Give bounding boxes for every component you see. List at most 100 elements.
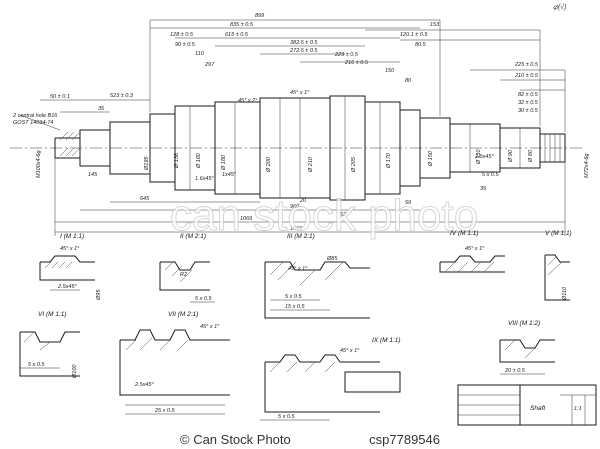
dim-59: 59 xyxy=(405,200,411,206)
detail-view-IV: IV (M 1:1) 45° x 1° xyxy=(439,230,505,273)
watermark-footer: © Can Stock Photo csp7789546 xyxy=(0,429,600,449)
dim-52: 52 xyxy=(340,212,346,218)
dim-153: 153 xyxy=(430,22,440,28)
dia-90: Ø 90 xyxy=(508,149,514,163)
view-label-IX: IX (M 1:1) xyxy=(372,337,401,344)
corner-roughness-note: 𝜑(√) xyxy=(553,4,567,11)
dia-170: Ø 170 xyxy=(386,152,392,169)
dim-overall-top: 899 xyxy=(255,13,264,19)
view-label-VIII: VIII (M 1:2) xyxy=(508,320,540,327)
footer-copyright: © Can Stock Photo xyxy=(180,431,291,447)
dim-30: 30 ± 0.5 xyxy=(518,108,539,114)
view-I-dim: 2.5x45° xyxy=(57,284,78,290)
dim-615: 615 ± 0.5 xyxy=(225,32,249,38)
chamfer-c: 2.5x45° xyxy=(474,154,495,160)
dia-150: Ø 150 xyxy=(428,150,434,167)
dim-960: 960 xyxy=(290,204,300,210)
dim-35-b: 35 xyxy=(480,186,487,192)
chamfer-e: 1.6x45° xyxy=(195,176,215,182)
thread-left-label: M100x4-6g xyxy=(36,150,42,178)
dim-297: 297 xyxy=(204,62,215,68)
dia-160: Ø 160 xyxy=(196,152,202,169)
dim-128: 128 ± 0.5 xyxy=(170,32,194,38)
dim-20: 20 xyxy=(299,198,307,204)
view-III-r02: Ø85 xyxy=(326,256,338,262)
dim-80: 80 xyxy=(405,78,412,84)
view-label-VII: VII (M 2:1) xyxy=(168,311,198,318)
chamfer-a: 45° x 2° xyxy=(238,98,258,104)
dia-80: Ø 80 xyxy=(528,149,534,163)
main-shaft-view xyxy=(10,19,585,236)
note-central-hole: 2 central hole B16 xyxy=(12,113,58,119)
detail-view-VIII: VIII (M 1:2) 20 ± 0.5 xyxy=(499,320,555,375)
dim-1069-b: 1069 xyxy=(240,216,252,222)
dia-136: Ø 136 xyxy=(174,152,180,169)
view-VII-dim-a: 25 x 0.5 xyxy=(154,408,176,414)
dim-225: 225 ± 0.5 xyxy=(514,62,539,68)
view-VI-dia: Ø100 xyxy=(72,364,78,379)
dim-2725: 272.5 ± 0.5 xyxy=(289,48,318,54)
dim-1069-a: 1069 xyxy=(290,226,302,232)
view-VII-chamfer: 45° x 1° xyxy=(200,324,220,330)
detail-view-V: V (M 1:1) Ø110 xyxy=(544,230,572,301)
main-dimension-labels: 899 835 ± 0.5 615 ± 0.5 128 ± 0.5 90 ± 0… xyxy=(12,13,590,232)
title-block: Shaft 1:1 xyxy=(457,384,597,426)
dim-210: 210 ± 0.5 xyxy=(514,73,539,79)
dim-90: 90 ± 0.5 xyxy=(175,42,196,48)
view-VII-dim-b: 2.5x45° xyxy=(134,382,155,388)
dim-35: 35 xyxy=(98,106,105,112)
chamfer-d: 5 x 0.5 xyxy=(482,172,499,178)
dia-210: Ø 210 xyxy=(308,156,314,173)
watermark-logo: can stock photo xyxy=(170,191,479,241)
view-VIII-dim: 20 ± 0.5 xyxy=(504,368,526,374)
dia-195: Ø195 xyxy=(144,156,150,171)
dim-82: 82 ± 0.5 xyxy=(518,92,539,98)
detail-view-I: I (M 1:1) 45° x 1° 2.5x45° Ø95 xyxy=(39,233,102,301)
view-I-dia: Ø95 xyxy=(96,289,102,301)
detail-view-III: III (M 2:1) 5 x 0.5 15 x 0.5 Ø85 45° x 1… xyxy=(264,233,370,319)
detail-view-VII: VII (M 2:1) 45° x 1° 25 x 0.5 2.5x45° xyxy=(119,311,230,415)
view-III-dim-b: 15 x 0.5 xyxy=(285,304,306,310)
note-gost: GOST 14034-74 xyxy=(13,120,53,126)
dim-110: 110 xyxy=(195,51,205,57)
chamfer-b: 45° x 1° xyxy=(290,90,310,96)
view-label-IV: IV (M 1:1) xyxy=(450,230,479,237)
view-IX-dim: 5 x 0.5 xyxy=(278,414,295,420)
footer-image-id: csp7789546 xyxy=(369,431,440,447)
dim-645: 645 xyxy=(140,196,150,202)
dia-110: Ø 110 xyxy=(476,148,482,165)
dim-805: 80.5 xyxy=(415,42,427,48)
dia-200: Ø 200 xyxy=(266,156,272,173)
dim-216: 216 ± 0.5 xyxy=(344,60,369,66)
dia-180: Ø 180 xyxy=(221,154,227,171)
view-label-I: I (M 1:1) xyxy=(60,233,84,240)
view-label-VI: VI (M 1:1) xyxy=(38,311,67,318)
view-III-chamfer: 45° x 1° xyxy=(288,266,308,272)
dim-3825: 382.5 ± 0.5 xyxy=(290,40,318,46)
dim-145: 145 xyxy=(88,172,98,178)
chamfer-f: 1x45° xyxy=(222,172,237,178)
detail-view-II: II (M 2:1) 5 x 0.5 R2 xyxy=(159,233,215,303)
view-V-dia: Ø110 xyxy=(562,286,568,301)
view-label-V: V (M 1:1) xyxy=(545,230,572,237)
dim-32: 32 ± 0.5 xyxy=(518,100,539,106)
view-IV-chamfer: 45° x 1° xyxy=(465,246,485,252)
detail-view-VI: VI (M 1:1) 5 x 0.5 Ø100 xyxy=(19,311,80,379)
dim-835: 835 ± 0.5 xyxy=(230,22,254,28)
dim-229: 229 ± 0.5 xyxy=(334,52,359,58)
watermark-text: can stock photo xyxy=(170,191,478,240)
view-IX-chamfer: 45° x 1° xyxy=(340,348,360,354)
thread-right-label: M72x4-6g xyxy=(584,153,590,178)
dim-150: 150 xyxy=(385,68,395,74)
dia-205: Ø 205 xyxy=(351,156,357,173)
title-scale: 1:1 xyxy=(574,406,582,412)
view-II-radius: R2 xyxy=(180,272,187,278)
dim-523: 523 ± 0.3 xyxy=(110,93,134,99)
dim-50: 50 ± 0.1 xyxy=(50,94,70,100)
detail-view-IX: IX (M 1:1) 45° x 1° 5 x 0.5 xyxy=(260,337,401,421)
view-I-chamfer: 45° x 1° xyxy=(60,246,80,252)
view-label-III: III (M 2:1) xyxy=(287,233,315,240)
dim-1201: 120.1 ± 0.5 xyxy=(400,32,428,38)
view-III-dim-a: 5 x 0.5 xyxy=(285,294,302,300)
